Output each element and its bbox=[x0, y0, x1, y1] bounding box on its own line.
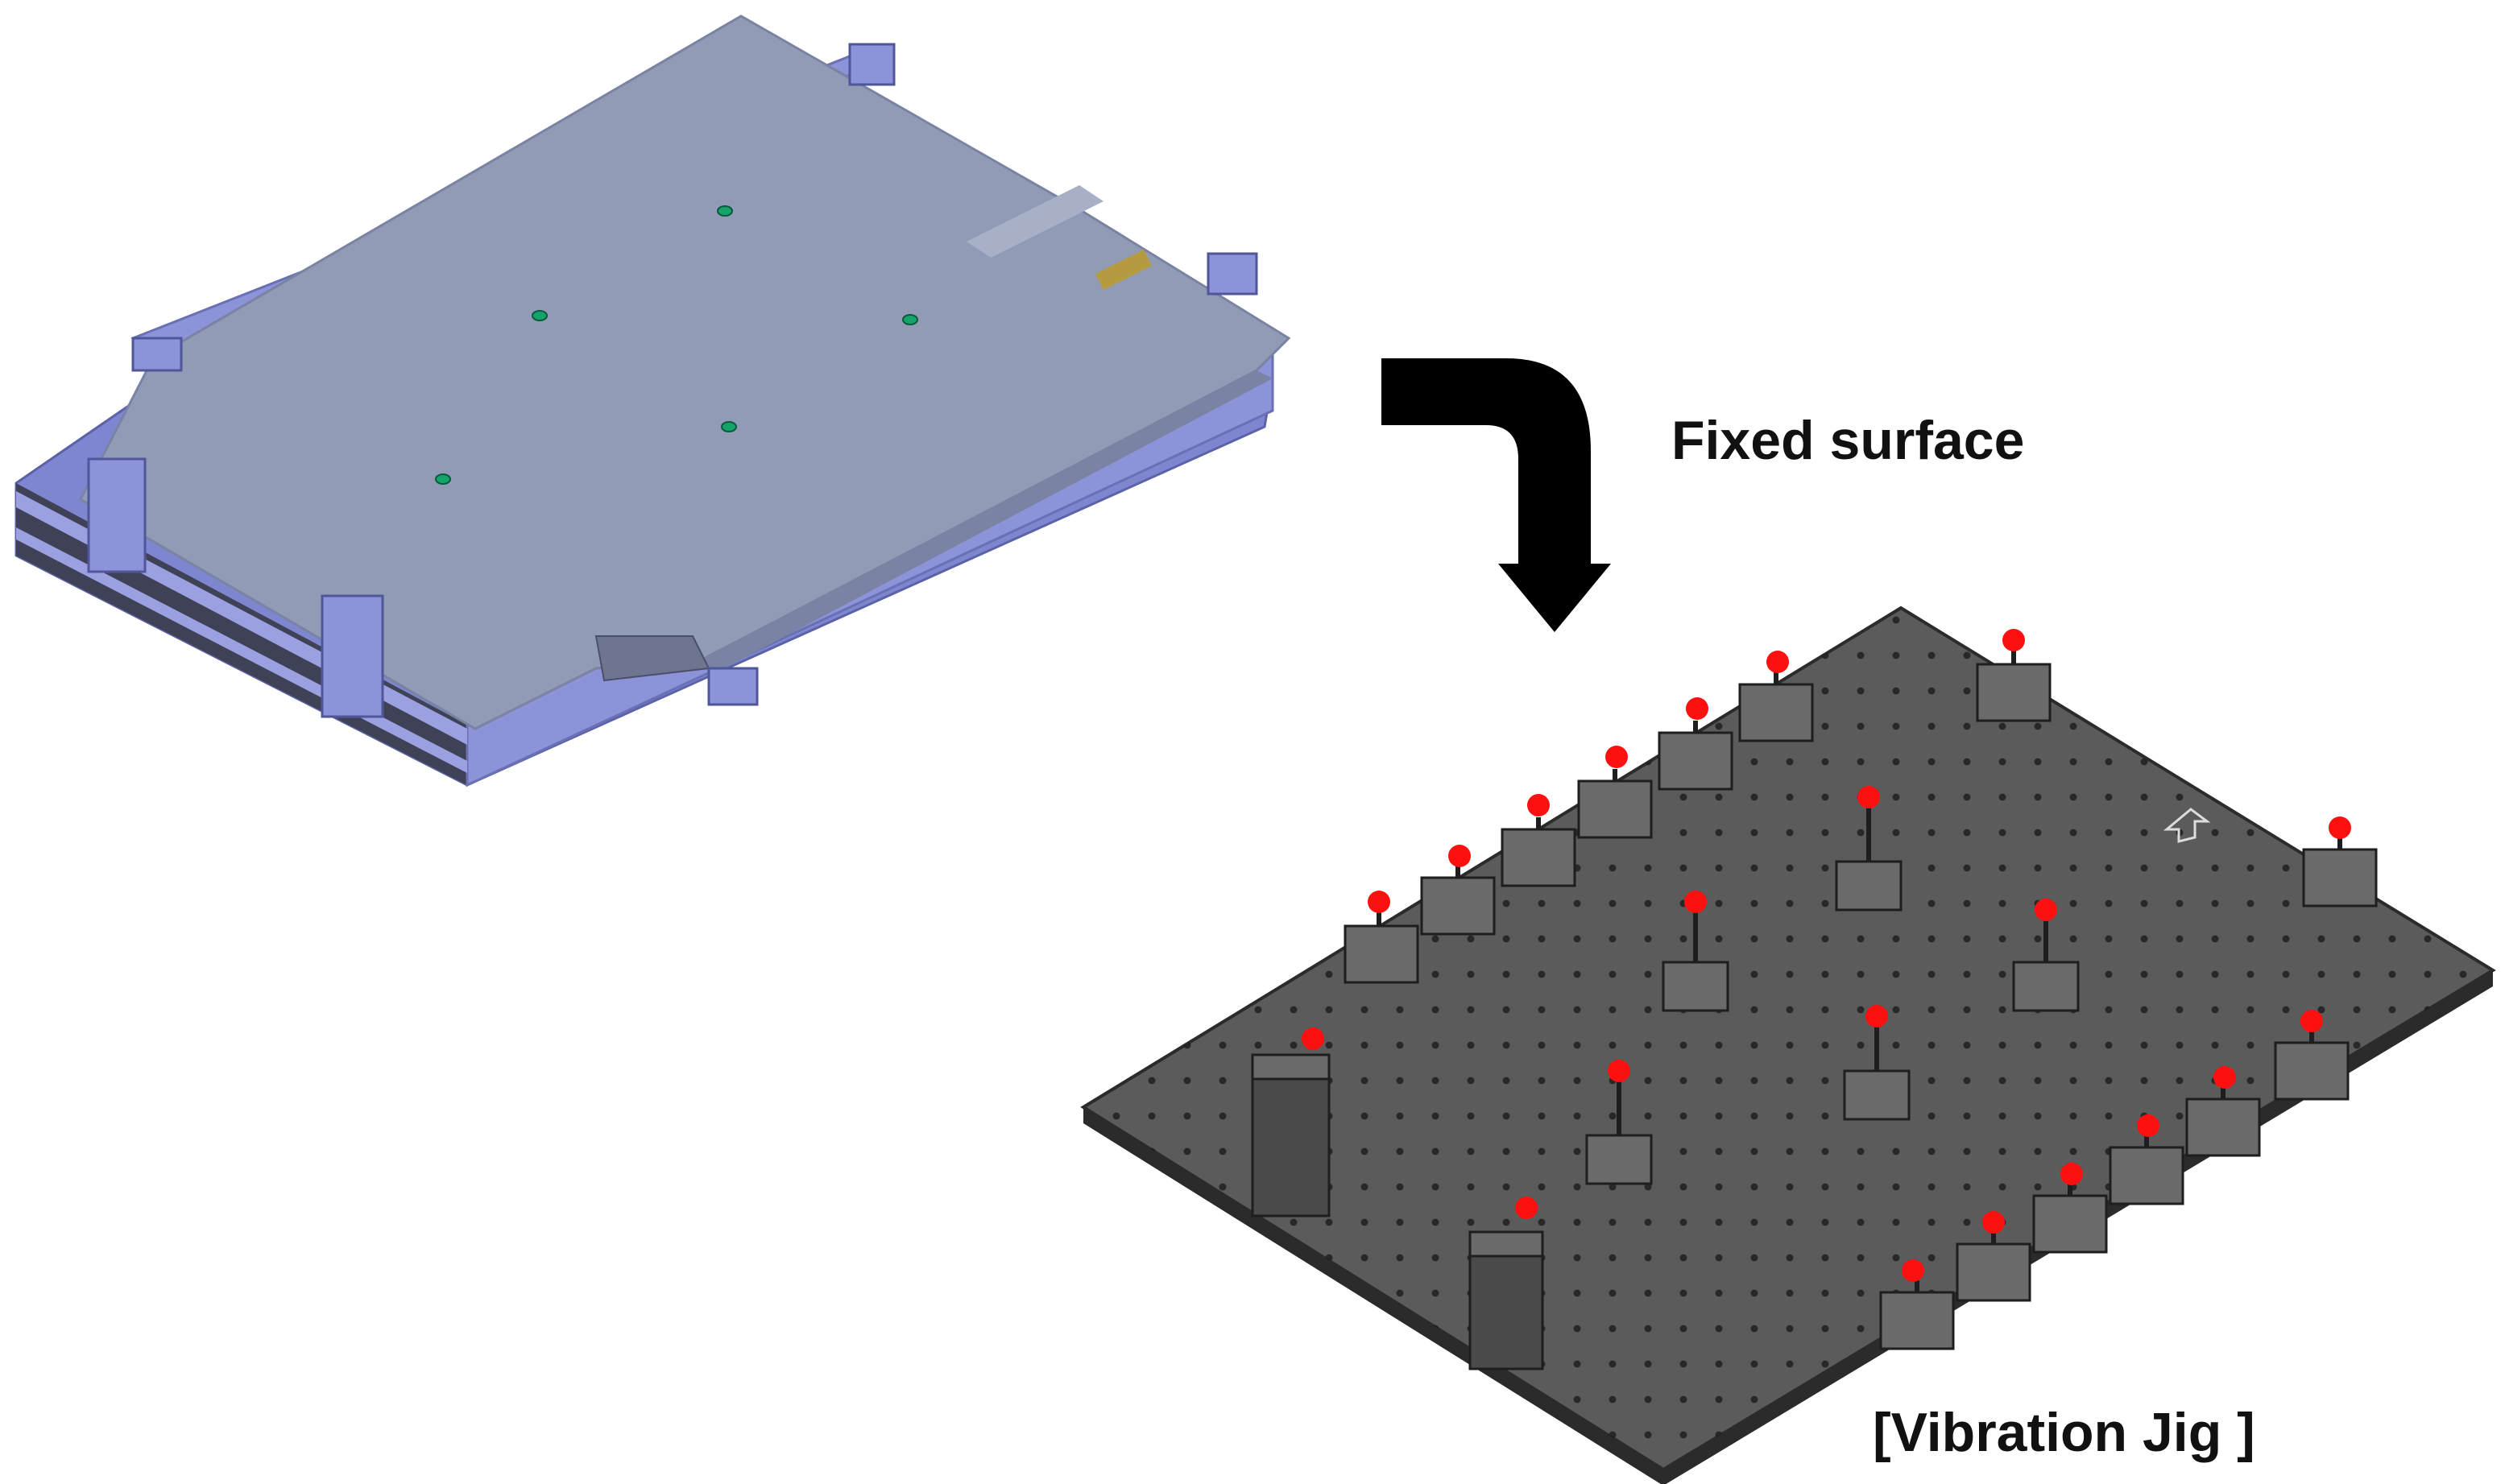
vibration-jig-label: [Vibration Jig ] bbox=[1873, 1402, 2255, 1463]
tall-column bbox=[1251, 1027, 1331, 1217]
fixture-post bbox=[1843, 1005, 1911, 1121]
fixture bbox=[1879, 1259, 1955, 1350]
fixture-post bbox=[2012, 899, 2080, 1012]
fixtures bbox=[1251, 629, 2378, 1370]
bracket-front-right bbox=[707, 667, 759, 706]
fixture bbox=[2185, 1066, 2261, 1157]
bracket-right bbox=[1207, 252, 1258, 296]
panel-top-highlight bbox=[967, 185, 1103, 258]
panel-edge-bevel bbox=[701, 370, 1273, 672]
bracket-front-mid bbox=[321, 594, 384, 718]
fixture bbox=[2274, 1010, 2350, 1101]
fixture bbox=[2109, 1114, 2184, 1205]
fixture bbox=[1658, 697, 1733, 791]
fixture bbox=[1501, 794, 1576, 887]
fixture-post bbox=[1585, 1060, 1653, 1185]
panel-assembly bbox=[14, 14, 1291, 787]
curved-arrow-down-icon bbox=[1381, 358, 1611, 632]
fixture bbox=[1956, 1211, 2031, 1302]
plate-arrow-mark bbox=[2163, 808, 2211, 843]
fixture bbox=[1577, 746, 1653, 839]
bracket-front-left bbox=[87, 457, 147, 573]
vibration-jig bbox=[1080, 606, 2496, 1484]
fixture bbox=[1738, 651, 1814, 742]
panel-holes bbox=[435, 205, 918, 485]
fixture bbox=[1976, 629, 2052, 722]
tall-column bbox=[1468, 1197, 1544, 1370]
fixture bbox=[2032, 1163, 2108, 1254]
bracket-back bbox=[848, 43, 896, 86]
fixture-post bbox=[1662, 891, 1729, 1012]
fixture bbox=[1420, 845, 1496, 936]
jig-plate-holes bbox=[1083, 608, 2493, 1470]
bracket-left-back bbox=[131, 337, 183, 372]
fixture bbox=[1344, 891, 1419, 984]
panel-slot bbox=[1095, 250, 1152, 290]
fixture bbox=[2302, 816, 2378, 907]
fixed-surface-label: Fixed surface bbox=[1671, 410, 2025, 471]
fixture-post bbox=[1835, 786, 1903, 911]
